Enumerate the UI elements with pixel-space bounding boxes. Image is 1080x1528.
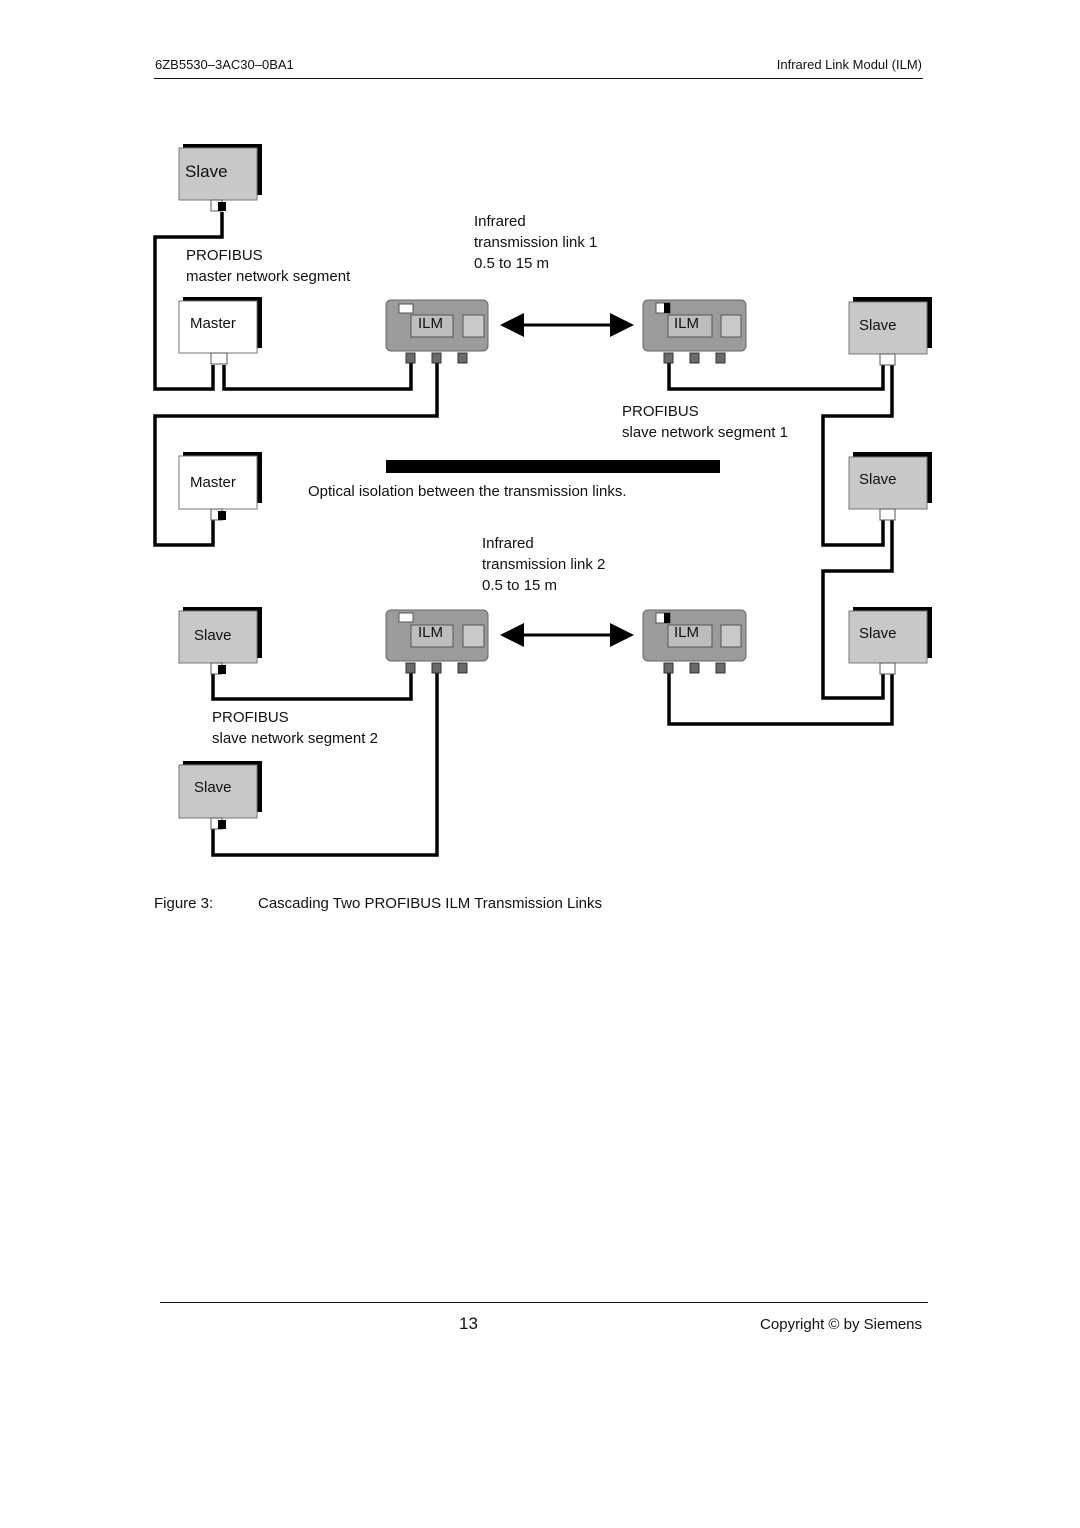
header-doc-title: Infrared Link Modul (ILM) xyxy=(776,57,922,72)
copyright-notice: Copyright © by Siemens xyxy=(760,1316,922,1333)
master-1-label: Master xyxy=(190,315,236,332)
link-2-line3: 0.5 to 15 m xyxy=(482,577,557,594)
link-1-line3: 0.5 to 15 m xyxy=(474,255,549,272)
slave-top-device: Slave xyxy=(178,144,262,212)
cable-master-segment-a xyxy=(153,212,224,391)
ilm-3-label: ILM xyxy=(418,624,443,641)
master-segment-line1: PROFIBUS xyxy=(186,247,263,264)
link-1-line1: Infrared xyxy=(474,213,526,230)
isolation-note: Optical isolation between the transmissi… xyxy=(308,483,627,500)
slave-segment-2-line1: PROFIBUS xyxy=(212,709,289,726)
bus-cables xyxy=(153,212,894,857)
cable-slave-segment1-b xyxy=(821,364,894,547)
ilm-2-label: ILM xyxy=(674,315,699,332)
cable-master-segment-b xyxy=(222,362,413,391)
cable-ilm4-slave xyxy=(667,672,894,726)
slave-right-2-label: Slave xyxy=(859,471,897,488)
ilm-3-module: ILM xyxy=(385,609,489,674)
slave-right-2-device: Slave xyxy=(848,452,932,521)
link-2-line2: transmission link 2 xyxy=(482,556,605,573)
slave-segment-1-line2: slave network segment 1 xyxy=(622,424,788,441)
slave-right-1-label: Slave xyxy=(859,317,897,334)
header-doc-id: 6ZB5530–3AC30–0BA1 xyxy=(155,57,294,72)
footer-rule xyxy=(160,1302,928,1303)
ilm-4-module: ILM xyxy=(642,609,747,674)
page-number: 13 xyxy=(459,1314,478,1333)
figure-caption: Cascading Two PROFIBUS ILM Transmission … xyxy=(258,895,603,912)
slave-right-3-label: Slave xyxy=(859,625,897,642)
link-2-label: Infrared transmission link 2 0.5 to 15 m xyxy=(482,535,605,594)
optical-isolation-bar xyxy=(386,460,720,473)
master-segment-line2: master network segment xyxy=(186,268,351,285)
slave-top-label: Slave xyxy=(185,162,228,181)
slave-right-3-device: Slave xyxy=(848,607,932,675)
cable-slave-segment2-b xyxy=(211,672,439,857)
master-1-device: Master xyxy=(178,297,262,365)
master-2-label: Master xyxy=(190,474,236,491)
ilm-1-label: ILM xyxy=(418,315,443,332)
ilm-4-label: ILM xyxy=(674,624,699,641)
master-segment-label: PROFIBUS master network segment xyxy=(186,247,351,285)
ilm-2-module: ILM xyxy=(642,299,747,364)
slave-left-2-label: Slave xyxy=(194,779,232,796)
cable-slave-segment1-a xyxy=(667,362,885,391)
header-rule xyxy=(154,78,923,79)
link-1-line2: transmission link 1 xyxy=(474,234,597,251)
slave-left-2-device: Slave xyxy=(178,761,262,830)
ilm-1-module: ILM xyxy=(385,299,489,364)
slave-segment-2-label: PROFIBUS slave network segment 2 xyxy=(212,709,378,747)
link-1-label: Infrared transmission link 1 0.5 to 15 m xyxy=(474,213,597,272)
slave-right-1-device: Slave xyxy=(848,297,932,366)
master-2-device: Master xyxy=(178,452,262,521)
slave-left-1-label: Slave xyxy=(194,627,232,644)
infrared-arrow-2 xyxy=(500,623,634,647)
link-2-line1: Infrared xyxy=(482,535,534,552)
slave-left-1-device: Slave xyxy=(178,607,262,675)
cable-slave-segment2-a xyxy=(211,672,413,701)
cable-ilm1-master2 xyxy=(153,362,439,547)
infrared-arrow-1 xyxy=(500,313,634,337)
cable-slave-segment1-c xyxy=(821,520,894,700)
figure-number: Figure 3: xyxy=(154,895,214,912)
slave-segment-2-line2: slave network segment 2 xyxy=(212,730,378,747)
slave-segment-1-line1: PROFIBUS xyxy=(622,403,699,420)
slave-segment-1-label: PROFIBUS slave network segment 1 xyxy=(622,403,788,441)
